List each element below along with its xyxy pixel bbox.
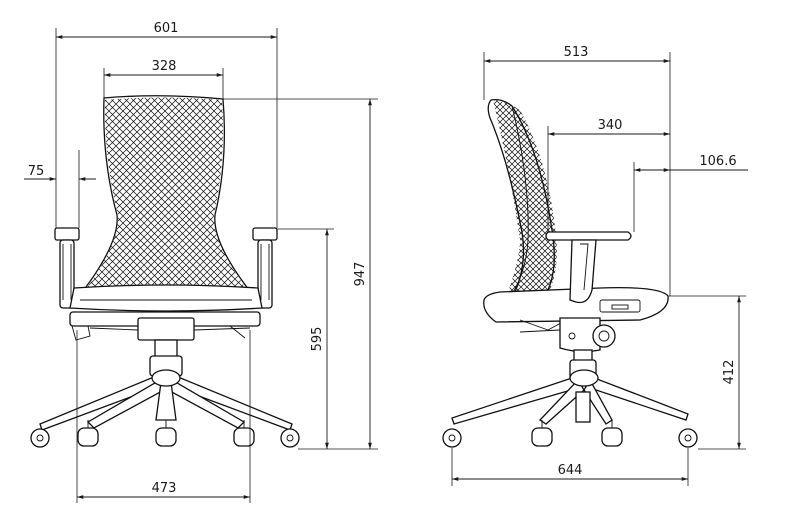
dim-overall-height: 947 bbox=[353, 262, 368, 287]
front-base bbox=[39, 369, 293, 431]
side-backrest bbox=[487, 98, 555, 303]
front-seat bbox=[69, 284, 263, 312]
side-base bbox=[451, 369, 689, 425]
dim-base-depth: 644 bbox=[558, 463, 583, 478]
dim-seat-height: 412 bbox=[722, 360, 737, 385]
dim-armrest-overhang: 106.6 bbox=[699, 154, 736, 169]
dim-base-width: 473 bbox=[152, 481, 177, 496]
dim-armrest-depth: 340 bbox=[598, 118, 623, 133]
dim-overall-width: 601 bbox=[154, 21, 179, 36]
side-casters bbox=[442, 420, 698, 448]
front-left-armrest bbox=[54, 227, 80, 309]
front-casters bbox=[30, 420, 300, 448]
front-right-armrest bbox=[252, 227, 278, 309]
side-seat bbox=[483, 287, 669, 323]
dim-armrest-offset: 75 bbox=[28, 164, 45, 179]
side-armrest bbox=[545, 231, 632, 304]
front-mechanism bbox=[69, 311, 261, 341]
side-mechanism bbox=[519, 317, 616, 353]
dim-overall-depth: 513 bbox=[564, 45, 589, 60]
dim-back-width: 328 bbox=[152, 59, 177, 74]
front-dimensions: 601 328 75 947 595 473 bbox=[24, 21, 378, 503]
dim-armrest-height: 595 bbox=[310, 327, 325, 352]
front-chair-view bbox=[30, 95, 300, 448]
side-dimensions: 513 340 106.6 412 644 bbox=[451, 45, 748, 486]
